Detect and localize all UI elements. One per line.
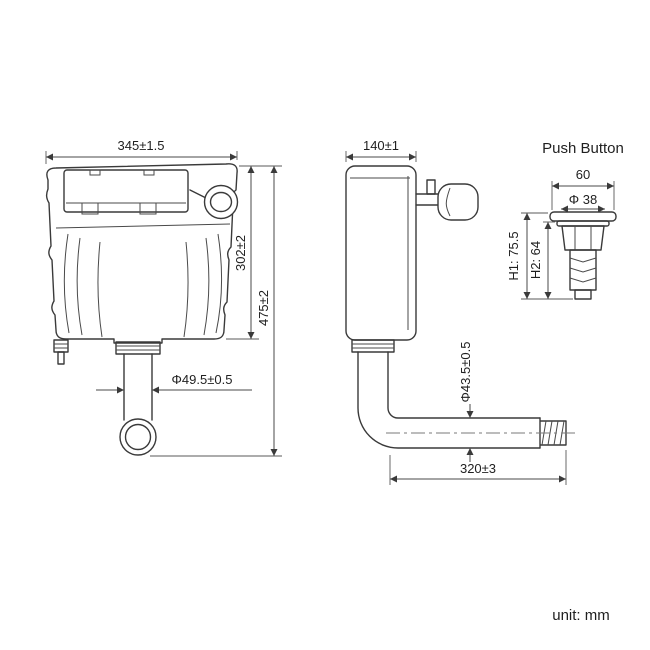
side-push-button	[415, 179, 479, 221]
button-h1-label: H1: 75.5	[506, 231, 521, 280]
dim-front-width: 345±1.5	[45, 138, 238, 164]
side-view: 140±1 Φ43.5±0.5 320±3	[345, 138, 576, 485]
flush-elbow-pipe	[351, 339, 576, 449]
pipe-diameter-label: Φ43.5±0.5	[458, 342, 473, 403]
tank-outline	[45, 163, 238, 344]
access-recess	[63, 169, 189, 215]
flush-outlet	[115, 341, 161, 456]
dim-button-diameter: Φ 38	[561, 192, 605, 213]
pipe-length-label: 320±3	[460, 461, 496, 476]
total-height-label: 475±2	[256, 290, 271, 326]
push-button-detail: Push Button 60 Φ 38 H1:	[506, 140, 624, 300]
button-width-label: 60	[576, 167, 590, 182]
seal-grommet	[189, 184, 239, 220]
dim-side-depth: 140±1	[345, 138, 417, 162]
dim-outlet-diameter: Φ49.5±0.5	[96, 372, 252, 394]
button-drawing	[549, 211, 617, 300]
dim-button-h2: H2: 64	[528, 221, 555, 299]
side-depth-label: 140±1	[363, 138, 399, 153]
outlet-diameter-label: Φ49.5±0.5	[172, 372, 233, 387]
button-h2-label: H2: 64	[528, 241, 543, 279]
inlet-fitting	[53, 339, 69, 365]
button-diameter-label: Φ 38	[569, 192, 597, 207]
dim-pipe-diameter: Φ43.5±0.5	[458, 342, 474, 462]
tank-height-label: 302±2	[233, 235, 248, 271]
button-barbed-stem	[569, 249, 597, 300]
dim-button-h1: H1: 75.5	[506, 212, 573, 300]
dim-button-width: 60	[551, 167, 615, 210]
dim-total-height: 475±2	[150, 166, 282, 457]
button-body	[561, 225, 605, 251]
front-width-label: 345±1.5	[118, 138, 165, 153]
button-flange	[549, 211, 617, 222]
unit-label: unit: mm	[552, 607, 610, 624]
front-view: 345±1.5 302±2 475±2 Φ49.5±0.5	[45, 138, 282, 457]
dim-pipe-length: 320±3	[389, 450, 567, 485]
push-button-title: Push Button	[542, 140, 624, 157]
tank-ribs	[55, 223, 231, 338]
side-tank-outline	[345, 165, 417, 341]
